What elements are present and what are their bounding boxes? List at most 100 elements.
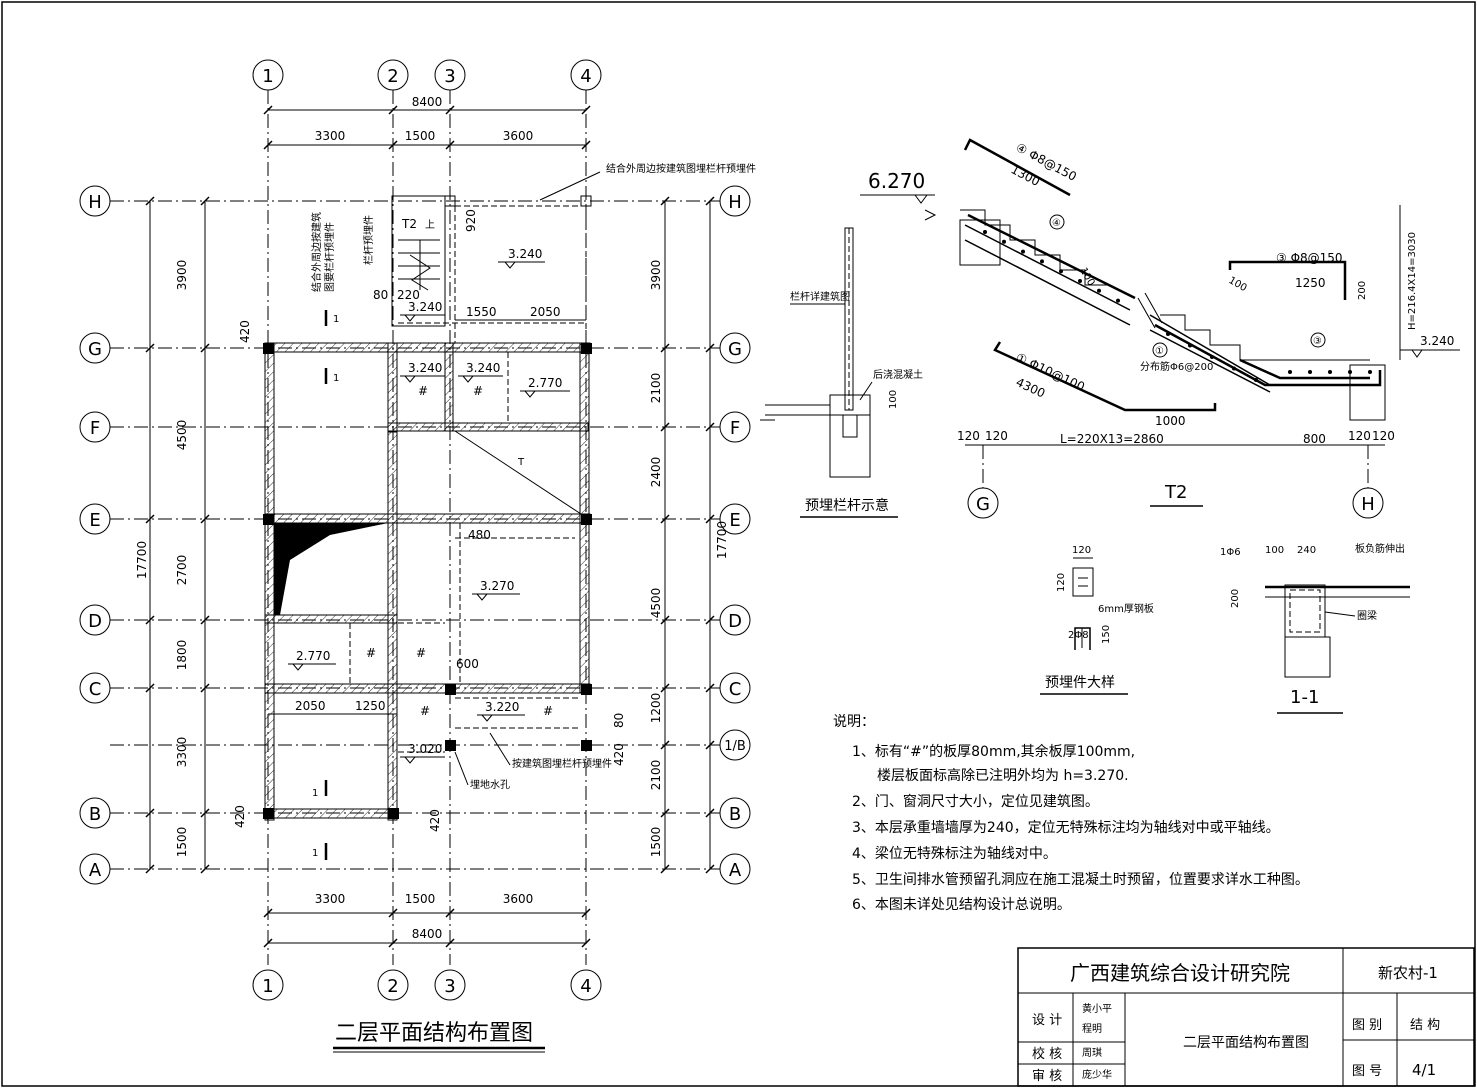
elev-3220: 3.220	[485, 700, 519, 714]
svg-text:1: 1	[333, 373, 339, 384]
svg-text:#: #	[543, 704, 553, 718]
axis-bubble-right-D: D	[719, 604, 751, 636]
floor-plan: 8400 3300 1500 3600 3300 1500 3600 8400 …	[79, 59, 756, 1053]
svg-text:1: 1	[312, 848, 318, 859]
elev-3270: 3.270	[480, 579, 514, 593]
axis-bubble-right-G: G	[719, 332, 751, 364]
svg-text:4: 4	[580, 976, 591, 997]
right-span-2: 2100	[649, 373, 663, 404]
bottom-span-2: 1500	[405, 892, 436, 906]
svg-text:1: 1	[262, 66, 273, 87]
axis-bubble-bottom-1: 1	[252, 969, 284, 1001]
svg-text:1Φ6: 1Φ6	[1220, 547, 1241, 558]
svg-text:1000: 1000	[1155, 414, 1186, 428]
svg-text:2050: 2050	[295, 699, 326, 713]
stair-t2-label: T2	[401, 217, 417, 231]
stair-height-dim: H=216.4X14=3030	[1407, 232, 1418, 330]
svg-text:D: D	[728, 611, 742, 632]
note-1b: 楼层板面标高除已注明外均为 h=3.270.	[877, 767, 1129, 784]
local-dims: 920 80 220 420 1550 2050 480 600 2050 12…	[233, 209, 626, 832]
void-hatch	[274, 523, 388, 615]
svg-text:2Φ8: 2Φ8	[1068, 630, 1089, 641]
left-span-5: 3300	[175, 737, 189, 768]
svg-text:D: D	[88, 611, 102, 632]
svg-text:#: #	[366, 646, 376, 660]
elev-3240-a: 3.240	[508, 247, 542, 261]
stair-elev-bottom: 3.240	[1420, 334, 1454, 348]
elev-3240-d: 3.240	[466, 361, 500, 375]
axis-bubble-left-D: D	[79, 604, 111, 636]
svg-text:C: C	[89, 679, 102, 700]
embed-detail: 120 120 6mm厚钢板 2Φ8 150 预埋件大样	[1040, 545, 1154, 695]
embed-title: 预埋件大样	[1045, 675, 1115, 691]
bottom-span-3: 3600	[503, 892, 534, 906]
note-6: 6、本图未详处见结构设计总说明。	[852, 897, 1071, 913]
svg-text:#: #	[418, 384, 428, 398]
right-span-5: 1200	[649, 693, 663, 724]
callout-left-2: 图要栏杆预埋件	[323, 222, 336, 292]
notes: 说明： 1、标有“#”的板厚80mm,其余板厚100mm, 楼层板面标高除已注明…	[833, 714, 1309, 913]
drawing-name: 二层平面结构布置图	[1183, 1035, 1309, 1051]
callout-top: 结合外周边按建筑图埋栏杆预埋件	[606, 162, 756, 175]
top-span-2: 1500	[405, 129, 436, 143]
railing-detail: 栏杆详建筑图 后浇混凝土 100 预埋栏杆示意	[760, 227, 923, 518]
svg-text:A: A	[729, 860, 742, 881]
columns	[263, 195, 592, 819]
svg-text:黄小平: 黄小平	[1082, 1002, 1112, 1015]
stair-t2-section: 6.270 ④ Φ8@150 1300 ④ ③ Φ8@150 1250 100 …	[860, 138, 1460, 519]
note-2: 2、门、窗洞尺寸大小，定位见建筑图。	[852, 793, 1099, 810]
axis-bubble-bottom-4: 4	[570, 969, 602, 1001]
axis-bubble-bottom-3: 3	[434, 969, 466, 1001]
callout-drain: 埋地水孔	[470, 778, 510, 791]
institute-name: 广西建筑综合设计研究院	[1070, 961, 1290, 985]
svg-text:1: 1	[333, 314, 339, 325]
axis-bubble-left-F: F	[79, 411, 111, 443]
svg-text:图 别: 图 别	[1352, 1018, 1382, 1033]
svg-text:程明: 程明	[1082, 1023, 1102, 1035]
svg-text:420: 420	[233, 805, 247, 828]
thin-slab-marks: # # # # # #	[366, 384, 553, 718]
svg-text:80: 80	[373, 288, 388, 302]
embed-plate-label: 6mm厚钢板	[1098, 602, 1154, 615]
svg-text:①: ①	[1155, 346, 1164, 357]
axis-bubble-top-1: 1	[252, 59, 284, 91]
stair-opening-diagonal	[454, 430, 582, 515]
axis-bubble-left-E: E	[79, 503, 111, 535]
right-span-7: 1500	[649, 827, 663, 858]
top-span-3: 3600	[503, 129, 534, 143]
svg-text:图 号: 图 号	[1352, 1064, 1382, 1079]
left-span-6: 1500	[175, 827, 189, 858]
svg-text:2050: 2050	[530, 305, 561, 319]
bottom-total-dim: 8400	[412, 927, 443, 941]
axis-bubble-right-1/B: 1/B	[719, 729, 751, 761]
section-title: 1-1	[1290, 687, 1319, 708]
svg-text:120: 120	[1072, 545, 1091, 556]
svg-text:80: 80	[612, 713, 626, 728]
axis-bubble-right-E: E	[719, 503, 751, 535]
svg-text:920: 920	[464, 209, 478, 232]
svg-text:100: 100	[888, 390, 899, 409]
svg-text:#: #	[416, 646, 426, 660]
t-mark: T	[517, 457, 525, 468]
stair-up-label: 上	[425, 219, 435, 231]
callout-bottom: 按建筑图埋栏杆预埋件	[512, 757, 612, 770]
svg-text:A: A	[89, 860, 102, 881]
svg-text:1/B: 1/B	[724, 739, 746, 754]
svg-text:H: H	[728, 192, 742, 213]
svg-text:100: 100	[1265, 545, 1284, 556]
stair-title: T2	[1164, 482, 1187, 503]
note-5: 5、卫生间排水管预留孔洞应在施工混凝土时预留，位置要求详水工种图。	[852, 871, 1309, 888]
svg-text:G: G	[976, 494, 990, 515]
railing-label-1: 栏杆详建筑图	[790, 290, 850, 303]
left-span-4: 1800	[175, 640, 189, 671]
svg-text:4300: 4300	[1014, 375, 1048, 401]
axis-bubble-right-F: F	[719, 411, 751, 443]
elev-2770-b: 2.770	[296, 649, 330, 663]
svg-text:420: 420	[612, 743, 626, 766]
left-span-1: 3900	[175, 260, 189, 291]
stair-elev-top: 6.270	[868, 169, 925, 193]
svg-text:④: ④	[1052, 218, 1061, 229]
svg-text:3: 3	[444, 976, 455, 997]
svg-text:G: G	[728, 339, 742, 360]
